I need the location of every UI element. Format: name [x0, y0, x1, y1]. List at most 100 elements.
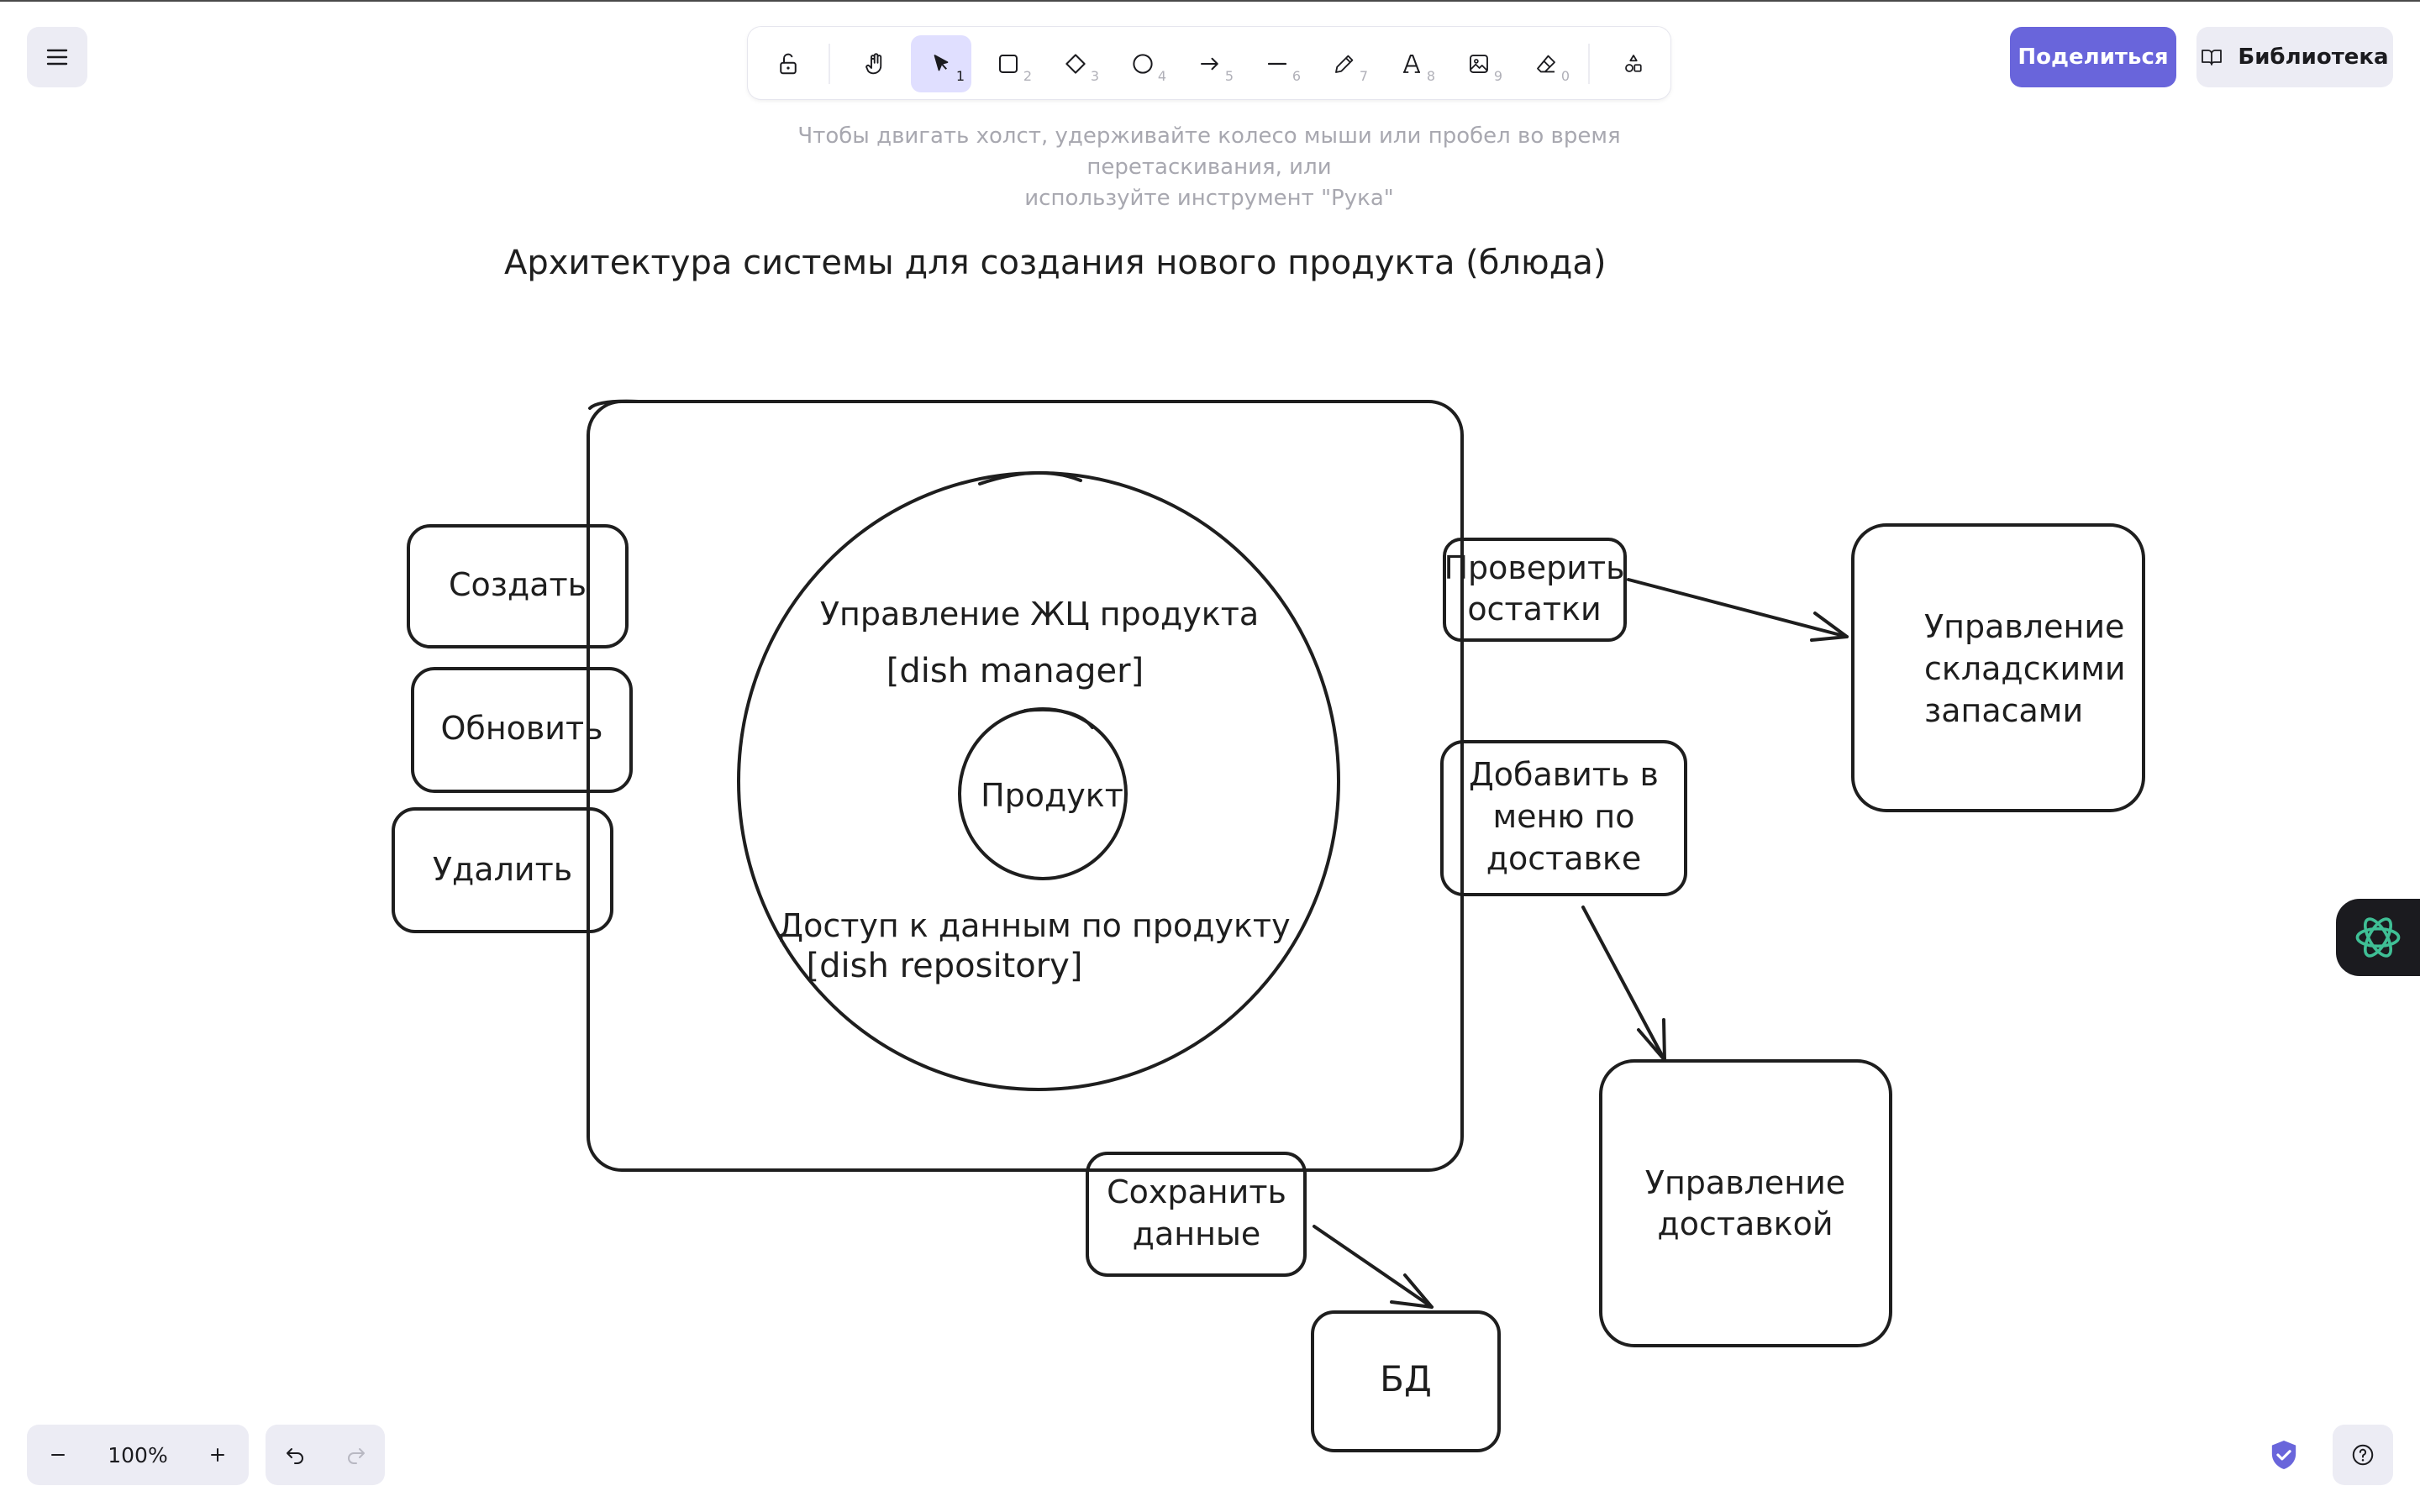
tool-text[interactable]: 8: [1381, 35, 1442, 92]
inventory-line3[interactable]: запасами: [1924, 692, 2083, 729]
tool-key: 5: [1224, 68, 1234, 84]
add-menu-line2[interactable]: меню по: [1492, 798, 1634, 835]
rectangle-icon: [999, 55, 1018, 73]
tool-key: 0: [1560, 68, 1570, 84]
stroke-overlap: [1023, 707, 1094, 729]
create-box[interactable]: [407, 524, 629, 648]
save-line2[interactable]: данные: [1133, 1215, 1261, 1252]
arrow-check-to-inventory[interactable]: [1627, 578, 1849, 638]
update-label[interactable]: Обновить: [440, 710, 602, 747]
diamond-icon: [1065, 54, 1086, 74]
image-icon: [1470, 55, 1488, 73]
tool-line[interactable]: 6: [1247, 35, 1307, 92]
check-stock-line2[interactable]: остатки: [1467, 591, 1601, 627]
library-button[interactable]: Библиотека: [2196, 27, 2393, 87]
window-top-border: [0, 0, 2420, 2]
ai-logo-icon: [2355, 917, 2401, 958]
undo-button[interactable]: [266, 1425, 325, 1485]
tool-more-shapes[interactable]: [1603, 35, 1664, 92]
create-label[interactable]: Создать: [449, 566, 587, 603]
encryption-badge[interactable]: [2265, 1436, 2302, 1473]
update-box[interactable]: [411, 667, 633, 793]
tool-key: 6: [1292, 68, 1301, 84]
add-menu-box[interactable]: [1440, 740, 1687, 896]
history-controls: [266, 1425, 385, 1485]
data-access-label[interactable]: Доступ к данным по продукту: [778, 907, 1290, 944]
redo-icon: [347, 1448, 365, 1464]
stroke-overlap: [588, 399, 640, 410]
db-label[interactable]: БД: [1380, 1358, 1432, 1399]
tool-key: 4: [1157, 68, 1166, 84]
delete-box[interactable]: [392, 807, 613, 933]
shapes-icon: [1625, 55, 1642, 72]
zoom-level[interactable]: 100%: [108, 1442, 168, 1467]
lifecycle-component[interactable]: [dish manager]: [886, 652, 1144, 690]
pointer-icon: [934, 55, 949, 71]
data-access-component[interactable]: [dish repository]: [807, 947, 1083, 985]
circle-icon: [1133, 54, 1153, 74]
hint-line-1: Чтобы двигать холст, удерживайте колесо …: [797, 123, 1621, 180]
zoom-controls: 100%: [27, 1425, 249, 1485]
toolbar-separator: [1588, 44, 1590, 84]
save-box[interactable]: [1086, 1152, 1307, 1277]
text-icon: [1403, 55, 1420, 73]
minus-icon: [51, 1454, 65, 1456]
toolbar-separator: [829, 44, 830, 84]
ai-assistant-button[interactable]: [2336, 899, 2420, 976]
delivery-line2[interactable]: доставкой: [1657, 1205, 1833, 1242]
product-label[interactable]: Продукт: [981, 777, 1123, 814]
inventory-box[interactable]: [1851, 523, 2145, 812]
zoom-out-button[interactable]: [27, 1425, 89, 1485]
tool-hand[interactable]: [845, 35, 906, 92]
line-icon: [1267, 62, 1287, 66]
arrow-icon: [1201, 57, 1218, 71]
tool-key: 3: [1090, 68, 1099, 84]
db-box[interactable]: [1311, 1310, 1501, 1452]
redo-button[interactable]: [325, 1425, 385, 1485]
help-button[interactable]: [2333, 1425, 2393, 1485]
shield-check-icon: [2271, 1441, 2296, 1469]
delete-label[interactable]: Удалить: [433, 851, 572, 888]
tool-key: 8: [1426, 68, 1435, 84]
tool-image[interactable]: 9: [1449, 35, 1509, 92]
hint-line-2: используйте инструмент "Рука": [1024, 186, 1394, 211]
tool-diamond[interactable]: 3: [1045, 35, 1106, 92]
tool-key: 9: [1493, 68, 1502, 84]
stroke-overlap: [978, 470, 1082, 486]
arrowhead: [1810, 612, 1849, 642]
pencil-icon: [1335, 55, 1354, 73]
eraser-icon: [1537, 55, 1555, 73]
unlock-icon: [780, 53, 797, 75]
tool-key: 7: [1359, 68, 1368, 84]
add-menu-line3[interactable]: доставке: [1486, 840, 1642, 877]
tool-eraser[interactable]: 0: [1516, 35, 1576, 92]
tool-lock[interactable]: [758, 35, 818, 92]
inventory-line2[interactable]: складскими: [1924, 650, 2126, 687]
main-menu-button[interactable]: [27, 27, 87, 87]
shape-toolbar: 1 2 3 4 5 6 7 8 9 0: [748, 27, 1670, 99]
save-line1[interactable]: Сохранить: [1107, 1173, 1286, 1210]
system-boundary-rect[interactable]: [587, 400, 1464, 1172]
tool-arrow[interactable]: 5: [1180, 35, 1240, 92]
delivery-box[interactable]: [1599, 1059, 1892, 1347]
check-stock-line1[interactable]: Проверить: [1444, 549, 1624, 586]
diagram-title[interactable]: Архитектура системы для создания нового …: [504, 244, 1606, 282]
arrow-menu-to-delivery[interactable]: [1581, 906, 1666, 1062]
lifecycle-label[interactable]: Управление ЖЦ продукта: [820, 596, 1259, 633]
tool-rectangle[interactable]: 2: [978, 35, 1039, 92]
check-stock-box[interactable]: [1443, 538, 1627, 642]
plus-icon: [211, 1448, 224, 1462]
inventory-line1[interactable]: Управление: [1924, 608, 2124, 645]
tool-ellipse[interactable]: 4: [1113, 35, 1173, 92]
share-button[interactable]: Поделиться: [2010, 27, 2176, 87]
add-menu-line1[interactable]: Добавить в: [1469, 756, 1659, 793]
book-icon: [2202, 50, 2223, 66]
hamburger-icon: [46, 49, 68, 66]
canvas-hint: Чтобы двигать холст, удерживайте колесо …: [739, 121, 1679, 214]
tool-draw[interactable]: 7: [1314, 35, 1375, 92]
zoom-in-button[interactable]: [187, 1425, 249, 1485]
tool-selection[interactable]: 1: [911, 35, 971, 92]
arrow-save-to-db[interactable]: [1313, 1225, 1434, 1309]
delivery-line1[interactable]: Управление: [1645, 1164, 1845, 1201]
